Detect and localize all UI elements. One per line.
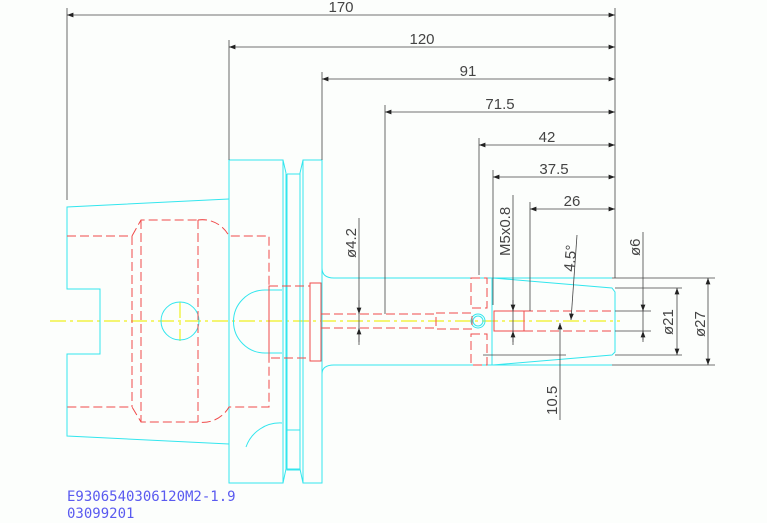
taper-shank-outline [66, 198, 230, 445]
dim-thread: M5x0.8 [497, 207, 514, 256]
dim-bore-dia: ø4.2 [343, 228, 360, 258]
dim-dia-6: ø6 [627, 238, 644, 256]
dim-91: 91 [460, 63, 477, 80]
nose-outline [321, 267, 616, 375]
dim-120: 120 [409, 31, 434, 48]
dim-37-5: 37.5 [539, 161, 568, 178]
dim-170: 170 [328, 0, 353, 16]
dim-42: 42 [539, 129, 556, 146]
dim-26: 26 [564, 193, 581, 210]
dim-offset: 10.5 [544, 386, 561, 415]
dimension-lines [66, 8, 715, 420]
dim-taper-angle: 4.5° [561, 244, 580, 272]
dim-dia-21: ø21 [660, 309, 677, 335]
dim-71-5: 71.5 [485, 96, 514, 113]
dim-dia-27: ø27 [692, 311, 709, 337]
part-number: E9306540306120M2-1.9 [67, 489, 236, 505]
flange-outline [228, 159, 323, 484]
hidden-features [67, 219, 615, 423]
drawing-number: 03099201 [67, 506, 135, 522]
